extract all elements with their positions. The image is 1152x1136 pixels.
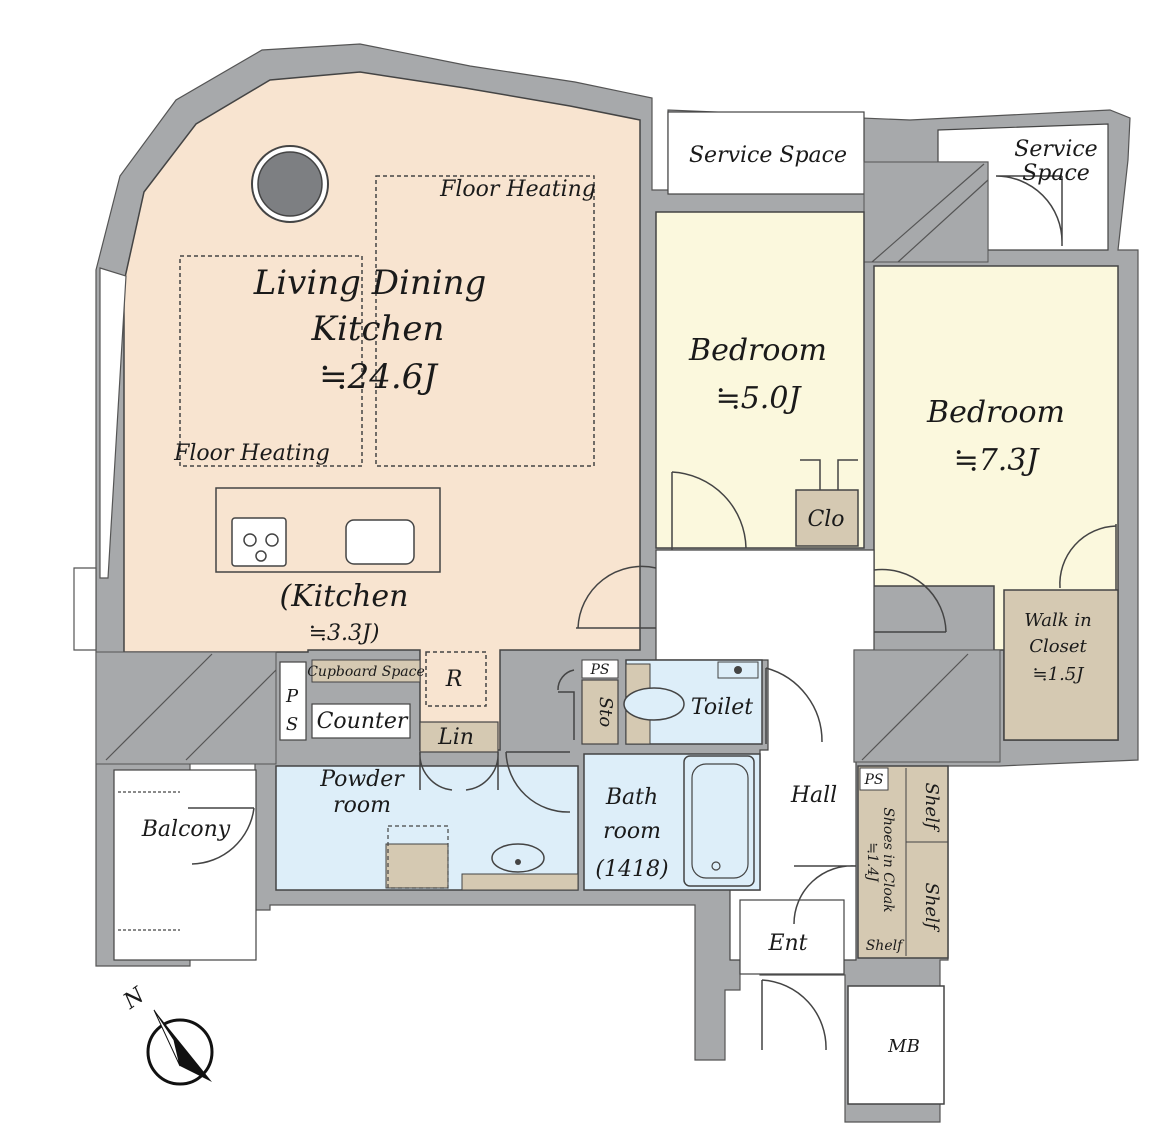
service-space-2-line1: Service [1014, 137, 1097, 162]
toilet-label: Toilet [691, 695, 753, 720]
counter-floor [311, 703, 411, 739]
bedroom-1-name: Bedroom [688, 333, 827, 368]
shoes-cloak-floor [857, 765, 949, 959]
service-space-2-line2: Space [1022, 161, 1090, 186]
toilet-icon [623, 687, 685, 721]
walk-in-area: ≒1.5J [1033, 664, 1086, 685]
ldk-area: ≒24.6J [319, 357, 439, 397]
bedroom-2-name: Bedroom [926, 395, 1065, 430]
service-space-1-label: Service Space [689, 143, 847, 168]
walk-in-line2: Closet [1029, 636, 1087, 657]
sto-label: Sto [595, 697, 616, 728]
bedroom-1-area: ≒5.0J [716, 381, 803, 416]
powder-line2: room [333, 793, 391, 818]
shelf-1-label: Shelf [921, 783, 942, 833]
clo-label: Clo [807, 507, 844, 532]
ps-2-floor [581, 659, 619, 679]
ldk-name-line1: Living Dining [253, 263, 487, 303]
ps-2-label: PS [589, 662, 609, 678]
balcony-label: Balcony [141, 817, 231, 842]
floor-heating-lower-label: Floor Heating [173, 441, 330, 466]
compass-icon: N [118, 982, 214, 1086]
shelf-3-label: Shelf [866, 938, 905, 954]
sto-floor [581, 679, 619, 745]
compass-n-label: N [118, 982, 150, 1015]
kitchen-sink-icon [345, 519, 415, 565]
powder-line1: Powder [319, 767, 405, 792]
ldk-floor [123, 71, 641, 751]
shoes-label: Shoes in Cloak [880, 807, 896, 912]
ps-3-floor [859, 767, 889, 791]
floor-heating-upper-outline [375, 175, 595, 467]
bedroom-2-area: ≒7.3J [954, 443, 1041, 478]
service-space-1-floor [667, 111, 865, 195]
balcony-floor [113, 769, 257, 961]
lin-floor [419, 721, 499, 753]
doors [188, 175, 1117, 1051]
ps-1-line2: S [286, 714, 298, 735]
walk-in-line1: Walk in [1024, 610, 1091, 631]
clo-floor [795, 489, 859, 547]
floor-heating-upper-label: Floor Heating [439, 177, 596, 202]
ldk-name-line2: Kitchen [311, 309, 445, 349]
hall-label: Hall [790, 783, 837, 808]
bath-line1: Bath [605, 785, 658, 810]
walk-in-closet-floor [1003, 589, 1119, 741]
lin-label: Lin [437, 725, 474, 750]
counter-label: Counter [317, 709, 409, 734]
r-label: R [445, 667, 463, 692]
wall-hatching [105, 163, 989, 761]
ps-1-floor [279, 661, 307, 741]
ps-1-line1: P [285, 686, 299, 707]
refrigerator-space [425, 651, 487, 707]
floor-heating-lower-outline [179, 255, 363, 467]
windows [73, 267, 127, 651]
ps-3-label: PS [863, 772, 883, 788]
ent-label: Ent [767, 931, 807, 956]
mb-label: MB [887, 1036, 920, 1057]
sink-icon [491, 843, 545, 873]
bath-line3: (1418) [595, 857, 668, 882]
stove-icon [231, 517, 287, 567]
kitchen-area: ≒3.3J) [309, 621, 380, 646]
mb-floor [847, 985, 945, 1105]
balcony-lines [118, 791, 180, 931]
entrance-floor [739, 899, 845, 975]
kitchen-name: (Kitchen [280, 579, 409, 614]
shelf-2-label: Shelf [921, 883, 942, 933]
shoes-area: ≒1.4J [864, 842, 880, 883]
cupboard-floor [311, 659, 421, 683]
bath-line2: room [603, 819, 661, 844]
cupboard-label: Cupboard Space [307, 664, 425, 680]
